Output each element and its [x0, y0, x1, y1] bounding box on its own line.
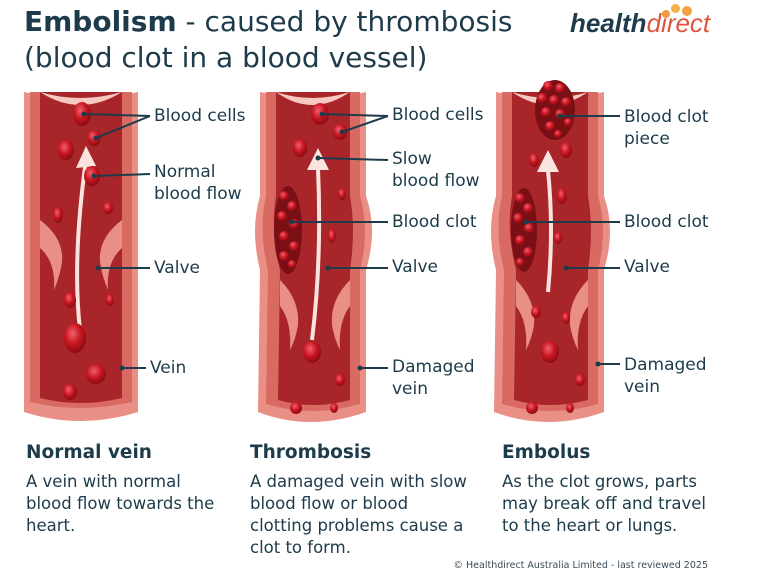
desc-normal-vein: A vein with normal blood flow towards th…: [26, 471, 231, 537]
desc-embolus: As the clot grows, parts may break off a…: [502, 471, 727, 537]
label-piece-3: piece: [624, 128, 670, 150]
heading-normal-vein: Normal vein: [26, 442, 152, 463]
label-blood-clot-3: Blood clot: [624, 211, 709, 233]
label-vein-3: vein: [624, 376, 660, 398]
label-blood-cells-2: Blood cells: [392, 104, 484, 126]
label-blood-cells-1: Blood cells: [154, 105, 246, 127]
heading-thrombosis: Thrombosis: [250, 442, 371, 463]
embolus-illustration: [491, 80, 610, 422]
label-damaged-2: Damaged: [392, 356, 475, 378]
label-normal-1: Normal: [154, 161, 216, 183]
copyright-footer: © Healthdirect Australia Limited - last …: [454, 560, 708, 571]
label-valve-2: Valve: [392, 256, 438, 278]
label-blood-clot-piece-3: Blood clot: [624, 106, 709, 128]
label-valve-1: Valve: [154, 257, 200, 279]
label-valve-3: Valve: [624, 256, 670, 278]
label-damaged-3: Damaged: [624, 354, 707, 376]
desc-thrombosis: A damaged vein with slow blood flow or b…: [250, 471, 475, 559]
label-blood-clot-2: Blood clot: [392, 211, 477, 233]
normal-vein-illustration: [24, 92, 138, 421]
label-slow-2: Slow: [392, 148, 432, 170]
label-vein-2: vein: [392, 378, 428, 400]
thrombosis-illustration: [255, 92, 372, 422]
heading-embolus: Embolus: [502, 442, 590, 463]
label-vein-1: Vein: [150, 357, 186, 379]
label-blood-flow-1: blood flow: [154, 183, 242, 205]
label-blood-flow-2: blood flow: [392, 170, 480, 192]
